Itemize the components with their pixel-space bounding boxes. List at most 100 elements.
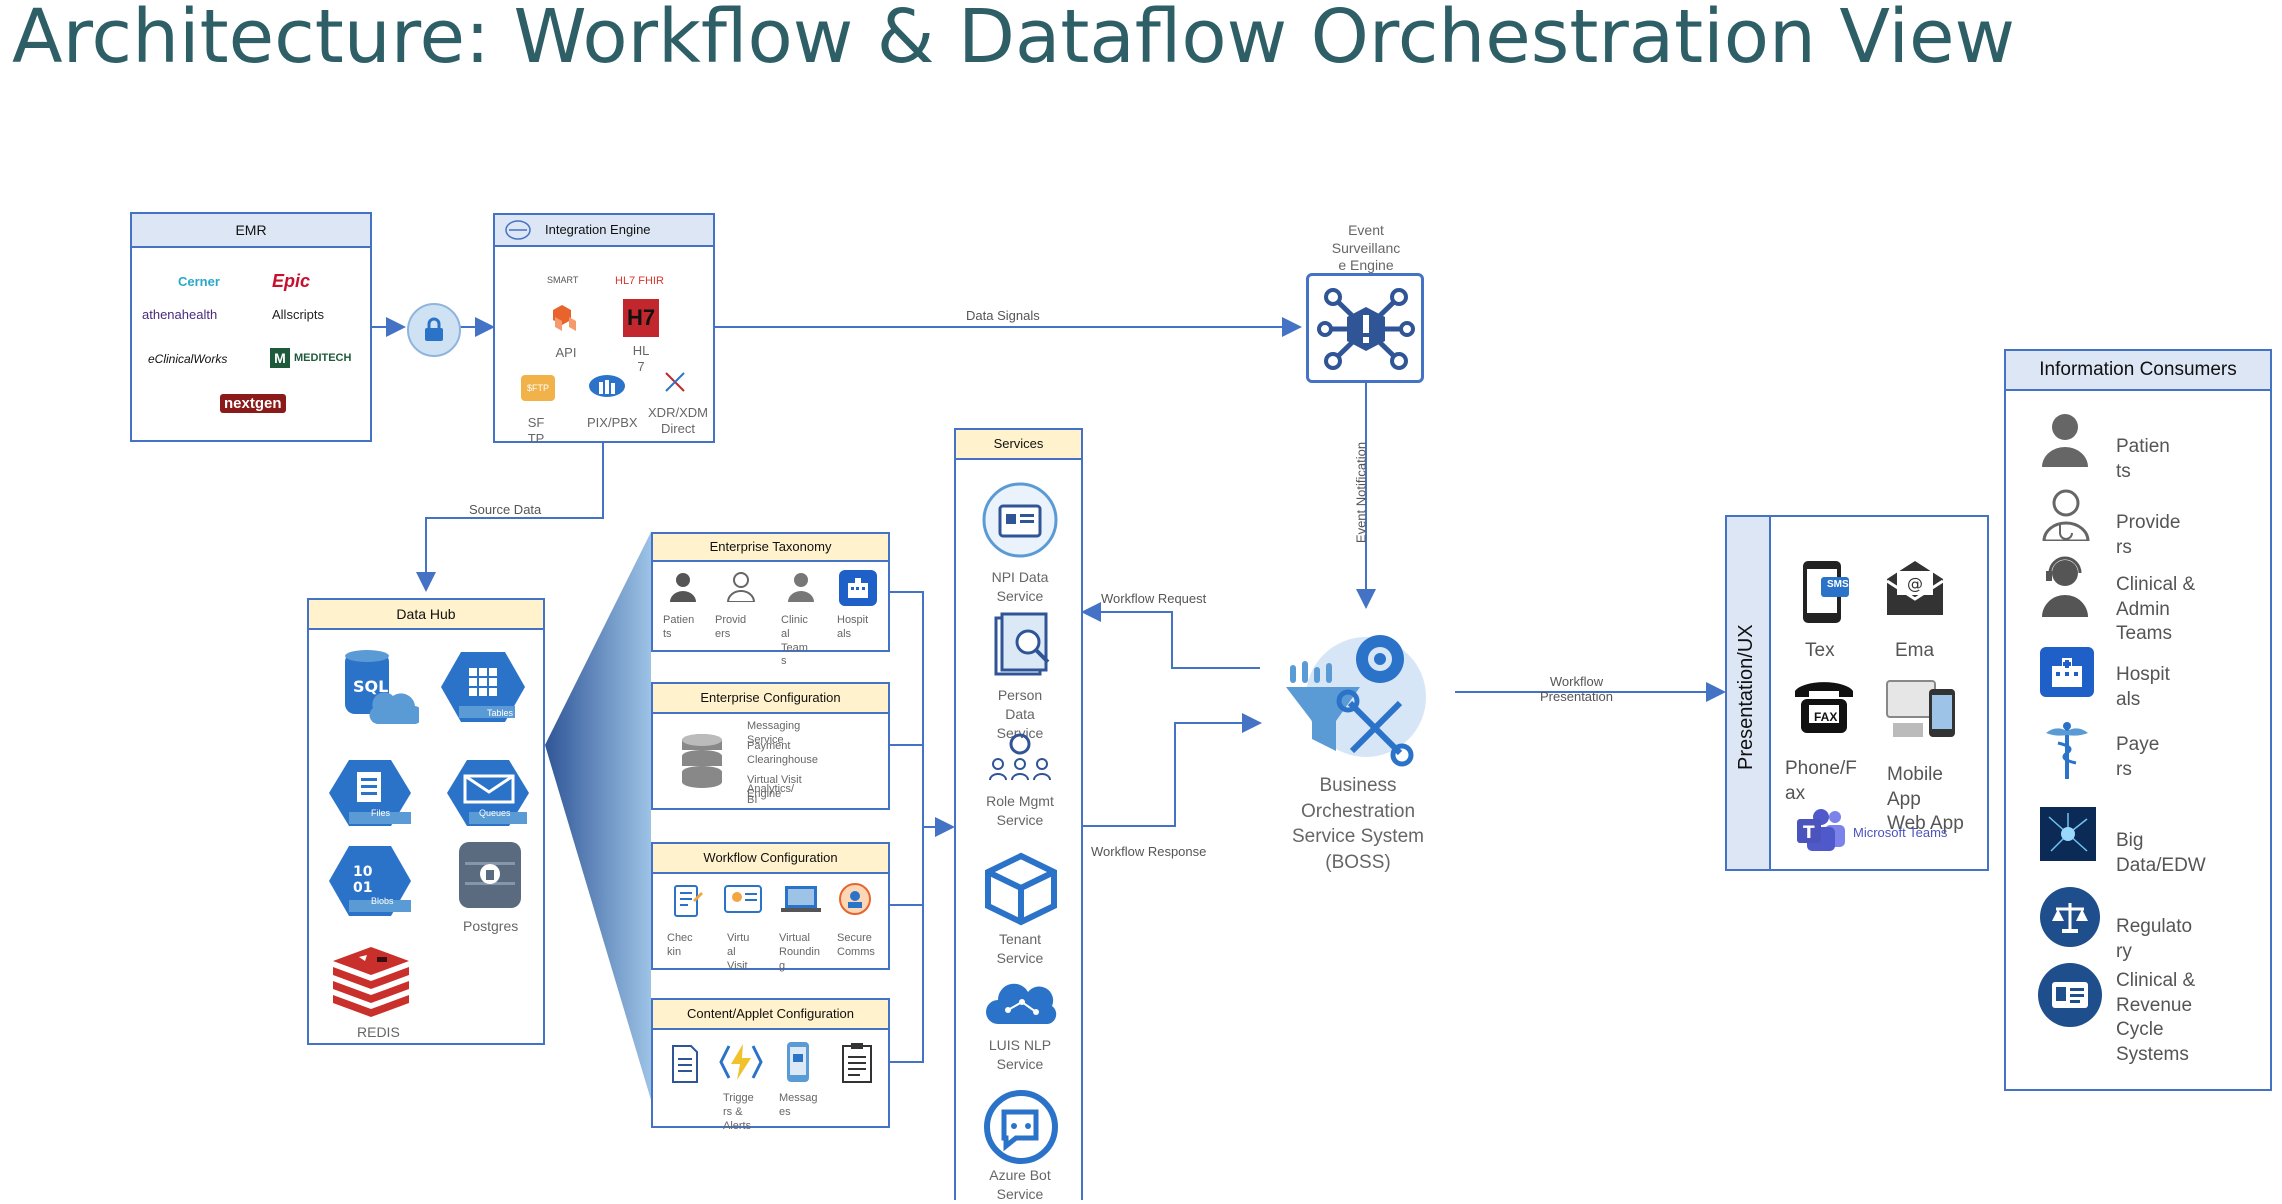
luis-nlp-icon bbox=[984, 980, 1058, 1028]
postgres-icon bbox=[457, 840, 523, 910]
hospital-icon bbox=[839, 570, 877, 606]
meditech-logo: MEDITECH bbox=[294, 352, 352, 364]
boss-line-3: Service System bbox=[1292, 826, 1424, 848]
consumer-big-data-icon bbox=[2040, 807, 2096, 861]
redis-icon bbox=[331, 945, 411, 1017]
svg-text:10: 10 bbox=[353, 864, 373, 880]
secure-comms-icon bbox=[835, 882, 875, 916]
fax-icon bbox=[1791, 675, 1857, 735]
blobs-label: Blobs bbox=[371, 896, 394, 906]
taxonomy-clinical-teams-label: Clinic al Team s bbox=[781, 614, 808, 668]
api-icon bbox=[547, 303, 577, 333]
checkin-icon bbox=[671, 882, 703, 918]
content-triggers-label: Trigge rs & Alerts bbox=[723, 1092, 754, 1132]
xdr-xdm-label: XDR/XDM Direct bbox=[648, 405, 708, 437]
person-data-icon bbox=[990, 612, 1054, 682]
clinical-team-icon bbox=[785, 570, 817, 602]
data-hub-header: Data Hub bbox=[309, 600, 543, 630]
boss-line-2: Orchestration bbox=[1300, 800, 1416, 822]
presentation-ux-box: Presentation/UX SMS Tex t @ Ema il FAX P… bbox=[1725, 515, 1989, 871]
provider-icon bbox=[725, 570, 757, 602]
triggers-icon bbox=[719, 1042, 763, 1082]
svg-text:01: 01 bbox=[353, 880, 372, 896]
edge-label-data-signals: Data Signals bbox=[966, 308, 1040, 323]
role-mgmt-icon bbox=[986, 732, 1054, 782]
configuration-header: Enterprise Configuration bbox=[653, 684, 888, 714]
edge-label-source-data: Source Data bbox=[469, 502, 542, 517]
consumer-patients-label: Patien ts bbox=[2116, 436, 2170, 482]
integration-header: Integration Engine bbox=[495, 215, 713, 247]
nextgen-logo: nextgen bbox=[220, 394, 286, 413]
consumer-providers-icon bbox=[2040, 487, 2092, 541]
meditech-icon: M bbox=[270, 348, 290, 368]
queues-label: Queues bbox=[479, 808, 511, 818]
edge-label-workflow-presentation: Workflow Presentation bbox=[1540, 674, 1613, 704]
consumers-header: Information Consumers bbox=[2006, 351, 2270, 391]
athenahealth-logo: athenahealth bbox=[142, 307, 218, 322]
mobile-message-icon bbox=[781, 1040, 815, 1084]
document-icon bbox=[669, 1044, 701, 1084]
services-header: Services bbox=[956, 430, 1081, 460]
hl7-fhir-label: HL7 FHIR bbox=[615, 275, 664, 287]
files-icon bbox=[329, 758, 419, 828]
allscripts-logo: Allscripts bbox=[272, 307, 325, 322]
config-items-label-3: Virtual Visit Engine bbox=[747, 774, 802, 800]
secure-lock-icon bbox=[407, 303, 461, 357]
presentation-teams-label: Microsoft Teams bbox=[1853, 825, 1948, 840]
edge-label-workflow-request: Workflow Request bbox=[1101, 591, 1207, 606]
queues-icon bbox=[447, 758, 531, 828]
hl7-icon: H7 bbox=[623, 299, 659, 337]
virtual-rounding-icon bbox=[779, 882, 823, 916]
page-title: Architecture: Workflow & Dataflow Orches… bbox=[12, 0, 2016, 80]
epic-logo: Epic bbox=[272, 271, 311, 291]
information-consumers-box: Information Consumers Patien ts Provide … bbox=[2004, 349, 2272, 1091]
consumer-payers-label: Paye rs bbox=[2116, 734, 2160, 780]
workflow-virtual-rounding-label: Virtual Roundin g bbox=[779, 932, 820, 972]
redis-label: REDIS bbox=[357, 1024, 400, 1040]
content-config-header: Content/Applet Configuration bbox=[653, 1000, 888, 1030]
presentation-side-band bbox=[1727, 517, 1771, 869]
presentation-fax-label: Phone/F ax bbox=[1785, 758, 1857, 804]
presentation-email-label: Ema il bbox=[1895, 640, 1935, 665]
config-items-label-1: Messaging Service bbox=[747, 720, 801, 746]
boss-line-1: Business bbox=[1319, 775, 1397, 796]
checklist-icon bbox=[839, 1042, 875, 1084]
emr-header: EMR bbox=[132, 214, 370, 248]
service-person-data-label: Person Data Service bbox=[996, 687, 1044, 741]
virtual-visit-icon bbox=[723, 882, 763, 916]
edge-label-workflow-response: Workflow Response bbox=[1091, 844, 1207, 859]
svg-text:T: T bbox=[1803, 823, 1815, 843]
cerner-logo: Cerner bbox=[178, 274, 220, 289]
consumer-patients-icon bbox=[2038, 411, 2092, 467]
event-engine-label: Event Surveillanc e Engine bbox=[1331, 222, 1401, 273]
workflow-virtual-visit-label: Virtu al Visit bbox=[727, 932, 750, 972]
pix-pbx-label: PIX/PBX bbox=[587, 415, 638, 430]
services-box: Services NPI Data Service Person Data Se… bbox=[954, 428, 1083, 1202]
presentation-mobile-label: Mobile App Web App bbox=[1887, 764, 1964, 835]
hl7-label: HL 7 bbox=[632, 343, 650, 375]
taxonomy-header: Enterprise Taxonomy bbox=[653, 534, 888, 562]
consumer-hospitals-icon bbox=[2040, 647, 2094, 697]
email-icon: @ bbox=[1883, 559, 1947, 617]
service-npi-label: NPI Data Service bbox=[991, 569, 1049, 604]
api-label: API bbox=[555, 345, 577, 360]
presentation-side-label: Presentation/UX bbox=[1735, 624, 1757, 770]
sql-icon: SQL bbox=[339, 648, 419, 728]
sms-icon bbox=[1799, 559, 1849, 625]
taxonomy-providers-label: Provid ers bbox=[715, 614, 747, 640]
pix-pbx-icon bbox=[587, 372, 627, 402]
npi-data-icon bbox=[980, 482, 1060, 558]
event-hub-icon bbox=[1317, 281, 1415, 377]
service-luis-nlp-label: LUIS NLP Service bbox=[988, 1037, 1052, 1072]
workflow-checkin-label: Chec kin bbox=[667, 932, 693, 958]
enterprise-configuration-box: Enterprise Configuration Messaging Servi… bbox=[651, 682, 890, 810]
consumer-revenue-cycle-icon bbox=[2038, 963, 2102, 1027]
postgres-label: Postgres bbox=[463, 918, 519, 934]
integration-engine-icon bbox=[505, 219, 531, 241]
tenant-icon bbox=[982, 852, 1060, 926]
integration-engine-box: Integration Engine SMART HL7 FHIR API H7… bbox=[493, 213, 715, 446]
config-items-label-4: Analytics/ BI bbox=[747, 783, 795, 806]
consumer-clinical-admin-label: Clinical & Admin Teams bbox=[2116, 574, 2196, 645]
